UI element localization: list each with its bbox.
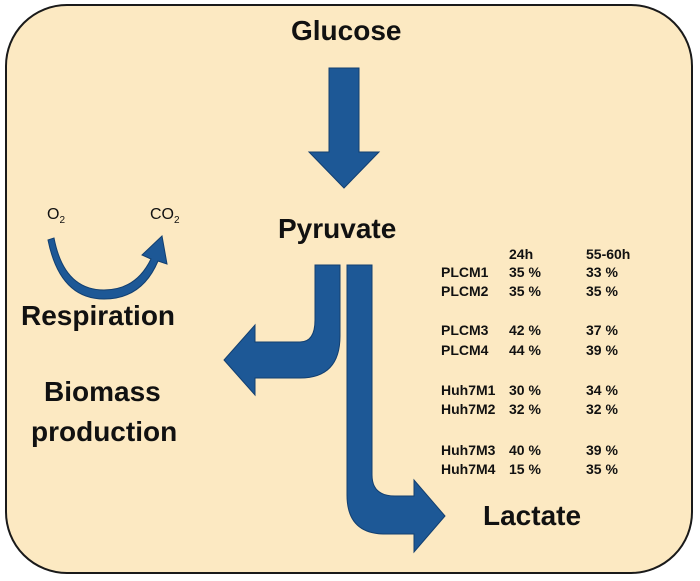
glucose-label: Glucose	[291, 15, 402, 46]
oxygen-label: O2	[47, 206, 66, 227]
pyruvate-label: Pyruvate	[278, 213, 397, 244]
biomass-label-line1: Biomass	[44, 376, 161, 407]
pyruvate-to-biomass-arrow	[223, 264, 341, 397]
biomass-label-line2: production	[31, 416, 178, 447]
carbon-dioxide-label: CO2	[150, 206, 180, 227]
lactate-label: Lactate	[483, 500, 582, 531]
pyruvate-to-lactate-arrow	[346, 264, 446, 554]
table-header-55-60h: 55-60h	[586, 246, 631, 262]
glucose-to-pyruvate-arrow	[307, 67, 381, 189]
respiration-label: Respiration	[21, 300, 176, 331]
table-header-24h: 24h	[509, 246, 534, 262]
respiration-cycle-arrow	[47, 234, 168, 300]
